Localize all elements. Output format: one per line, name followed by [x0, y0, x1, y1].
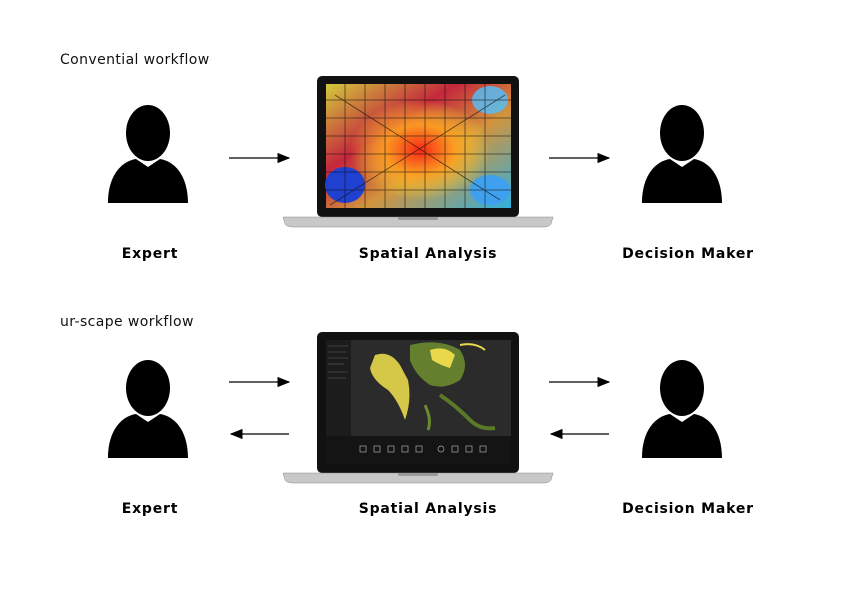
decision-maker-label: Decision Maker	[622, 501, 754, 517]
spatial-analysis-label: Spatial Analysis	[358, 246, 498, 262]
expert-label: Expert	[121, 501, 179, 517]
laptop-icon	[282, 332, 554, 484]
expert-person-icon	[108, 360, 188, 458]
decision-maker-person-icon	[642, 360, 722, 458]
conventional-workflow-title: Convential workflow	[60, 52, 210, 68]
laptop-icon	[282, 76, 554, 228]
spatial-analysis-label: Spatial Analysis	[358, 501, 498, 517]
urscape-workflow-title: ur-scape workflow	[60, 314, 194, 330]
decision-maker-person-icon	[642, 105, 722, 203]
expert-label: Expert	[121, 246, 179, 262]
expert-person-icon	[108, 105, 188, 203]
decision-maker-label: Decision Maker	[622, 246, 754, 262]
